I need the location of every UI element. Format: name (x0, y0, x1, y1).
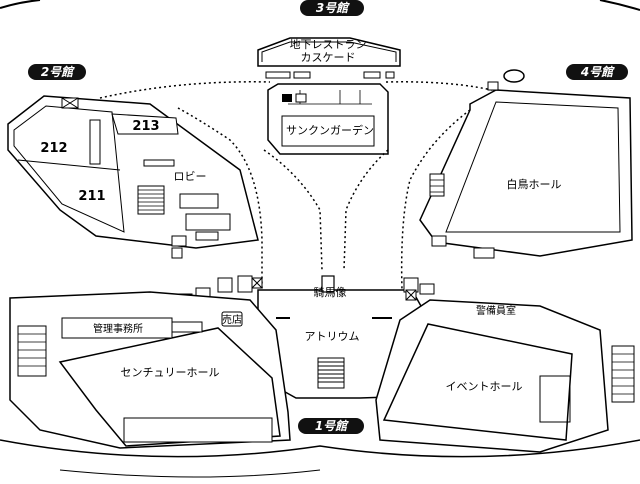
svg-text:4号館: 4号館 (580, 65, 615, 79)
outer-boundary (599, 0, 640, 11)
building-3-pill[interactable]: 3号館 (300, 0, 364, 16)
outer-boundary (0, 0, 41, 9)
event-hall-label: イベントホール (446, 380, 523, 393)
restroom-icon (251, 277, 263, 289)
restaurant-label-line2: カスケード (301, 51, 356, 64)
bottom-boundary (0, 439, 640, 458)
svg-text:3号館: 3号館 (316, 1, 350, 15)
svg-text:2号館: 2号館 (41, 65, 75, 79)
atrium-label: アトリウム (305, 330, 360, 343)
shop-label: 売店 (222, 313, 242, 326)
admin-office-label: 管理事務所 (93, 322, 143, 335)
building-4-area (419, 69, 633, 259)
svg-text:1号館: 1号館 (315, 419, 349, 433)
lobby-label: ロビー (174, 170, 207, 183)
century-hall-area (9, 291, 291, 449)
restaurant-label-line1: 地下レストラン (290, 38, 367, 51)
room-211-label: 211 (78, 189, 105, 204)
building-2-area (7, 95, 259, 259)
building-1-pill[interactable]: 1号館 (298, 418, 364, 434)
telephone-icon (295, 93, 307, 103)
restroom-icon (405, 289, 417, 301)
building-2-pill[interactable]: 2号館 (28, 64, 86, 80)
room-212-label: 212 (40, 141, 67, 156)
bottom-boundary (59, 469, 321, 478)
building-4-pill[interactable]: 4号館 (566, 64, 628, 80)
statue-label: 騎馬像 (314, 286, 347, 299)
dotted-corridor (99, 81, 521, 291)
room-213-label: 213 (132, 119, 159, 134)
century-hall-label: センチュリーホール (121, 366, 220, 379)
sunken-garden-label: サンクンガーデン (286, 123, 374, 137)
event-hall-area (375, 299, 635, 453)
security-room-label: 警備員室 (476, 304, 516, 317)
hakucho-hall-label: 白鳥ホール (507, 177, 562, 191)
